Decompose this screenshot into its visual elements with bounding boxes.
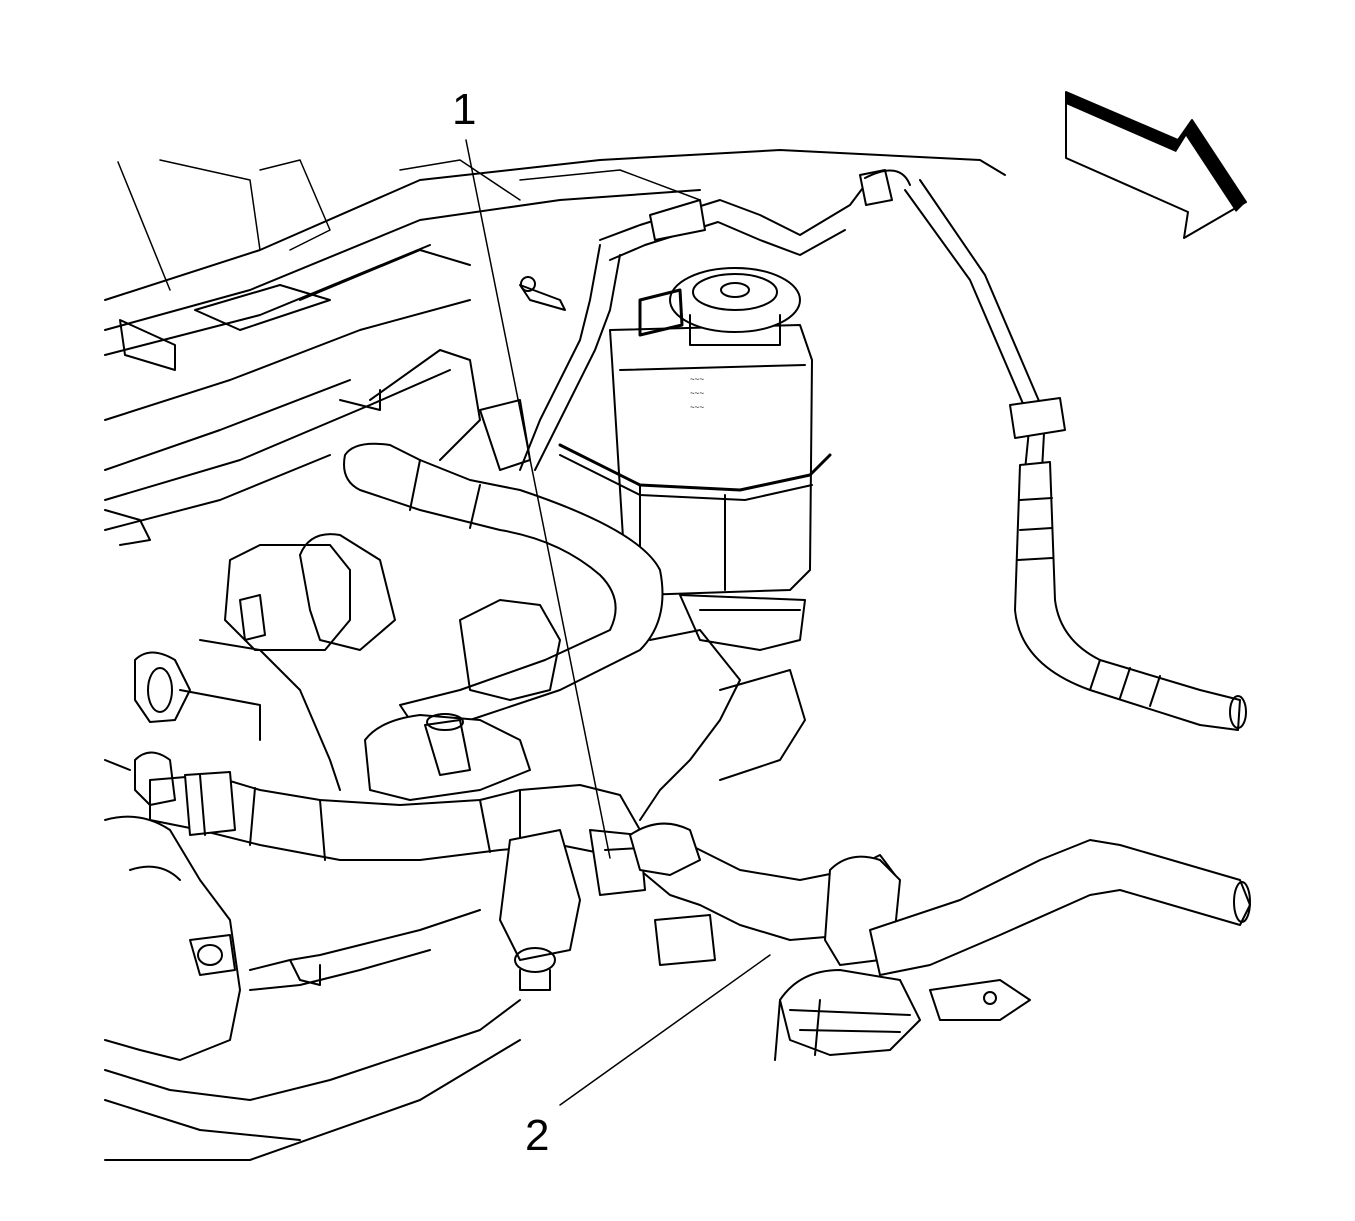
vehicle-frame: [104, 149, 1006, 546]
coolant-reservoir: ~~~ ~~~ ~~~: [558, 267, 832, 651]
callout-1-label: 1: [452, 85, 476, 134]
right-coolant-pipe: [904, 179, 1247, 731]
callout-2-label: 2: [525, 1111, 549, 1160]
front-direction-arrow-icon: [1065, 91, 1247, 239]
svg-text:~~~: ~~~: [690, 389, 704, 398]
reservoir-vent-hoses: [519, 169, 911, 471]
callout-leaders: [465, 139, 771, 1106]
svg-text:~~~: ~~~: [690, 375, 704, 384]
heater-hoses: [299, 442, 664, 801]
svg-text:~~~: ~~~: [690, 403, 704, 412]
auxiliary-pump: [774, 839, 1251, 1061]
lower-hose-assembly: [149, 771, 896, 991]
